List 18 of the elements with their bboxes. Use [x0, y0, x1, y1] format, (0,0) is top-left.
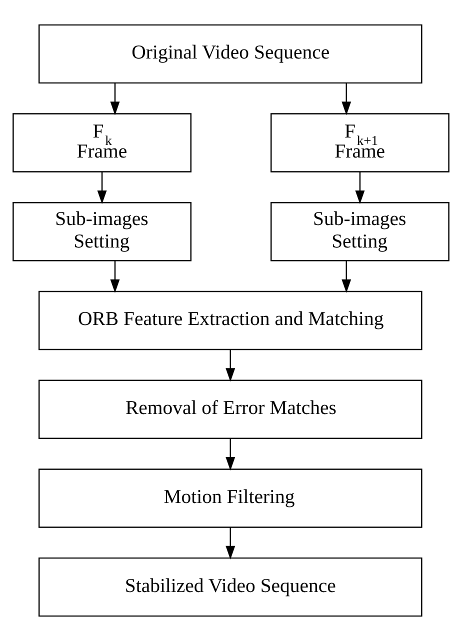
arrow	[226, 527, 236, 560]
node-box: Motion Filtering	[38, 468, 422, 528]
node-box: F$_{k}$ Frame	[12, 113, 192, 172]
arrow	[342, 260, 352, 293]
arrow	[110, 260, 120, 293]
node-box: ORB Feature Extraction and Matching	[38, 290, 422, 350]
node-box: Stabilized Video Sequence	[38, 557, 422, 617]
arrow	[110, 83, 120, 116]
node-box: Sub-images Setting	[270, 202, 450, 262]
arrow	[226, 350, 236, 382]
arrow	[342, 83, 352, 116]
node-box: Sub-images Setting	[12, 202, 192, 262]
node-box: Removal of Error Matches	[38, 380, 422, 439]
arrow	[355, 172, 365, 204]
arrow	[226, 438, 236, 471]
node-box: Original Video Sequence	[38, 24, 422, 84]
node-box: F$_{k+1}$ Frame	[270, 113, 450, 172]
arrow	[97, 172, 107, 204]
